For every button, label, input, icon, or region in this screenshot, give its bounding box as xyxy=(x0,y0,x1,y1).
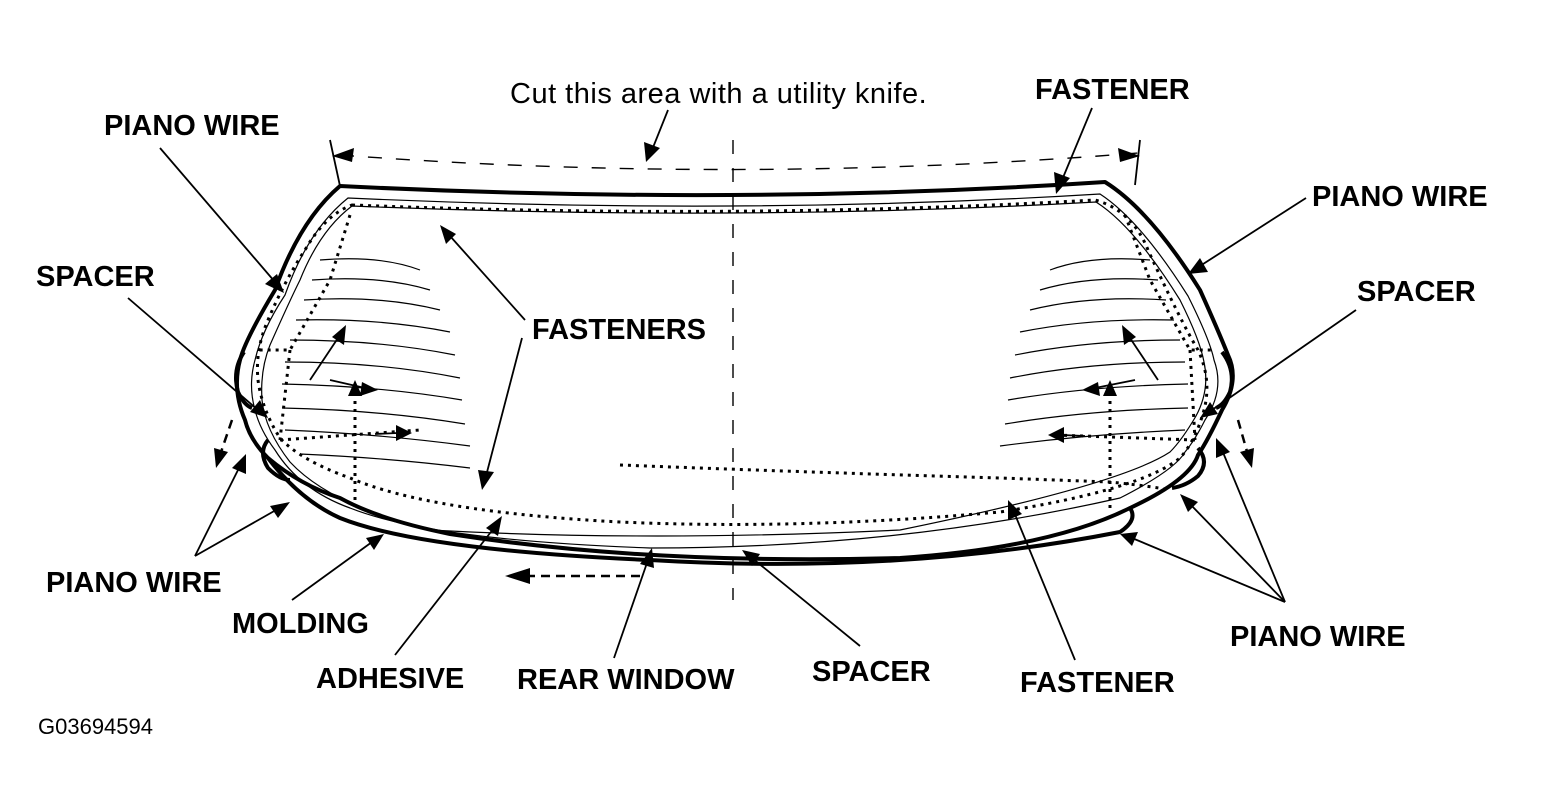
molding-label: MOLDING xyxy=(232,608,369,640)
fasteners-center-label: FASTENERS xyxy=(532,314,706,346)
fastener-internal-arrows xyxy=(309,325,1159,443)
fastener-top-label: FASTENER xyxy=(1035,74,1190,106)
rear-window-label: REAR WINDOW xyxy=(517,664,735,696)
molding-outer-edge xyxy=(234,180,1235,566)
adhesive-label: ADHESIVE xyxy=(316,663,464,695)
spacer-right-label: SPACER xyxy=(1357,276,1476,308)
piano-wire-bottom-left-label: PIANO WIRE xyxy=(46,567,222,599)
molding-bottom-lip xyxy=(266,456,1131,562)
figure-id: G03694594 xyxy=(38,714,153,739)
glass-contour-lines-right xyxy=(999,258,1189,447)
left-side-clip-lower xyxy=(261,438,291,482)
piano-wire-top-left-label: PIANO WIRE xyxy=(104,110,280,142)
leader-lines xyxy=(127,107,1357,661)
fastener-bottom-label: FASTENER xyxy=(1020,667,1175,699)
fastener-dotted-guides xyxy=(255,214,1212,508)
spacer-bottom-label: SPACER xyxy=(812,656,931,688)
glass-contour-lines-left xyxy=(281,258,471,469)
cut-area-note: Cut this area with a utility knife. xyxy=(510,78,927,110)
wire-pull-direction-arrows xyxy=(214,419,1254,584)
right-side-clip xyxy=(1215,350,1234,410)
piano-wire-bottom-right-label: PIANO WIRE xyxy=(1230,621,1406,653)
right-side-clip-lower xyxy=(1171,446,1206,490)
spacer-left-label: SPACER xyxy=(36,261,155,293)
rear-window-glass xyxy=(234,180,1235,566)
glass-inner-edge xyxy=(250,193,1219,549)
cut-area-dimension xyxy=(329,139,1141,187)
adhesive-dotted-line xyxy=(256,198,1209,526)
piano-wire-top-right-label: PIANO WIRE xyxy=(1312,181,1488,213)
glass-inner-edge-2 xyxy=(261,201,1207,537)
